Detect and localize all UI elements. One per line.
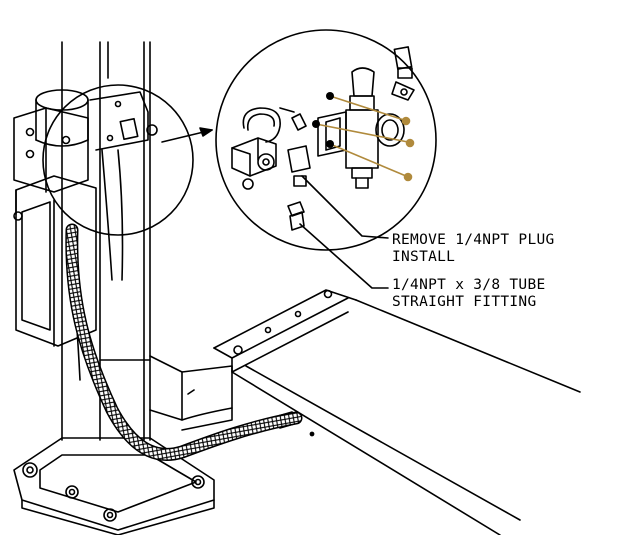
callout-2-line1: 1/4NPT x 3/8 TUBE: [392, 277, 546, 293]
callout-1-line1: REMOVE 1/4NPT PLUG: [392, 232, 555, 248]
straight-fitting-part: [287, 201, 305, 231]
detail-marker-circle: [42, 84, 194, 236]
callout-leader-1: [301, 175, 389, 239]
air-filter-regulator: [317, 67, 405, 189]
braided-hose: [66, 225, 301, 460]
zoom-detail-circle: [215, 29, 437, 251]
solenoid-valve: [231, 107, 311, 190]
mounting-screws: [312, 92, 415, 182]
callout-1-line2: INSTALL: [392, 249, 456, 265]
lift-runway: [149, 289, 581, 536]
elbow-fitting: [391, 46, 415, 101]
callout-leader-2: [299, 223, 389, 289]
column-base-plate: [13, 437, 215, 536]
callout-2-line2: STRAIGHT FITTING: [392, 294, 537, 310]
power-unit: [13, 89, 158, 347]
